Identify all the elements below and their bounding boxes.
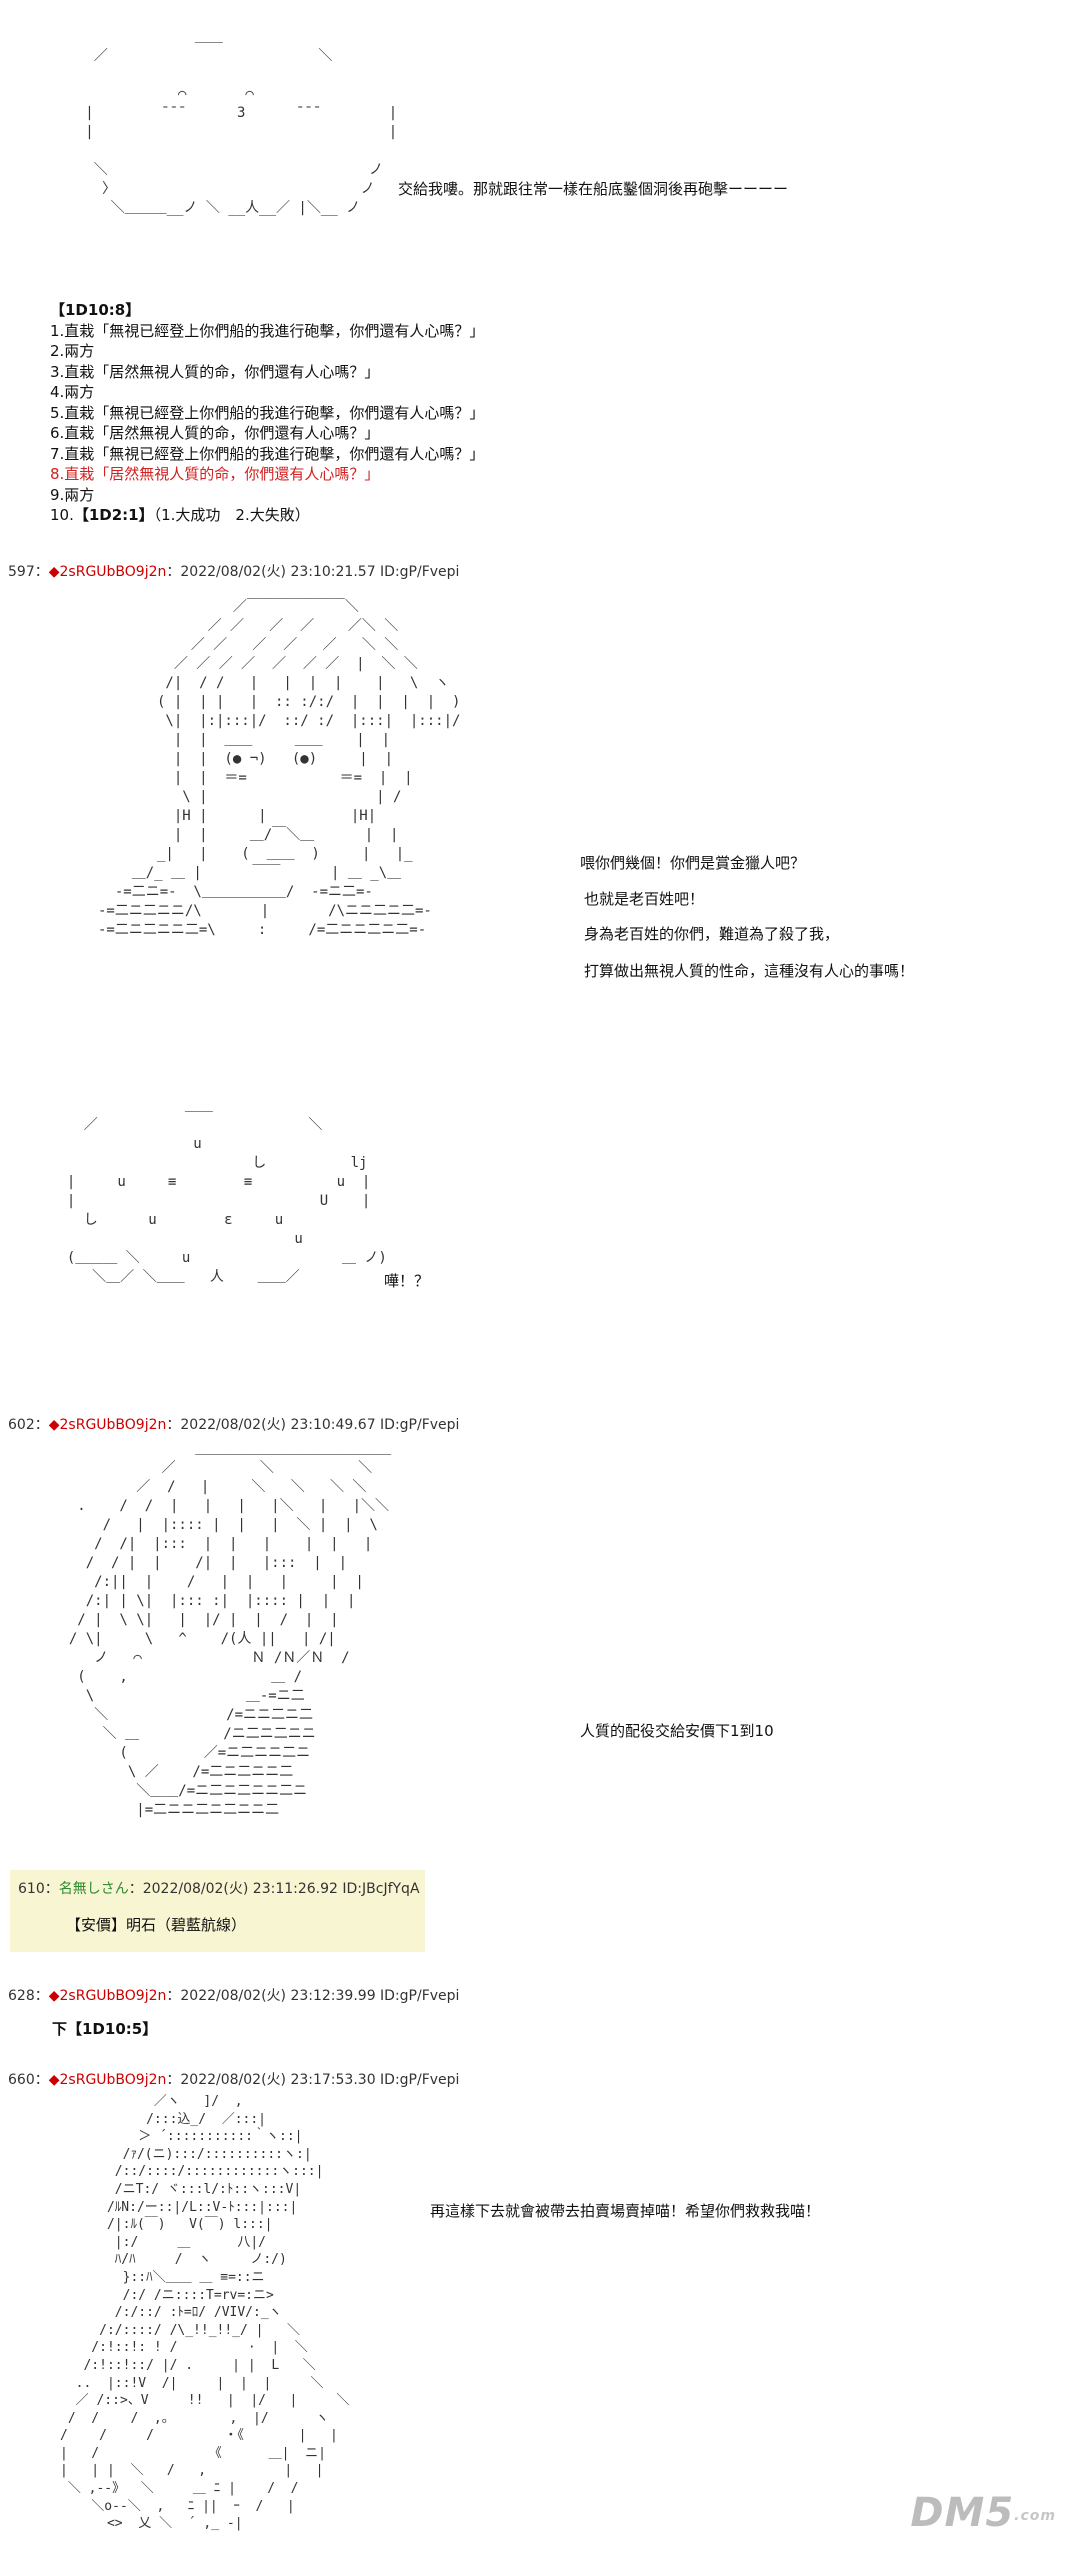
choice-item-1: 1.直栽「無視已經登上你們船的我進行砲擊，你們還有人心嗎？」 — [50, 321, 485, 340]
post-meta: ：2022/08/02(火) 23:12:39.99 ID:gP/Fvepi — [166, 1988, 460, 2004]
post-628-body: 下【1D10:5】 — [52, 2020, 158, 2038]
trip-diamond-icon: ◆ — [48, 564, 60, 580]
post-header-610: 610：名無しさん：2022/08/02(火) 23:11:26.92 ID:J… — [18, 1878, 420, 1898]
choice-item-10-suffix: （1.大成功 2.大失敗） — [153, 506, 310, 524]
post-header-660: 660：◆2sRGUbBO9j2n：2022/08/02(火) 23:17:53… — [8, 2069, 459, 2089]
dialog-660: 再這樣下去就會被帶去拍賣場賣掉喵！希望你們救救我喵！ — [430, 2202, 821, 2220]
choice-item-4: 4.兩方 — [50, 383, 95, 401]
logo-suffix: .com — [1014, 2508, 1056, 2524]
post-header-597: 597：◆2sRGUbBO9j2n：2022/08/02(火) 23:10:21… — [8, 561, 459, 581]
post-tripcode[interactable]: 2sRGUbBO9j2n — [59, 1417, 167, 1433]
choice-item-10-dice: 【1D2:1】 — [73, 506, 154, 524]
post-number: 628： — [8, 1988, 49, 2004]
post-number: 660： — [8, 2072, 49, 2088]
post-number: 597： — [8, 564, 49, 580]
dialog-597-line-2: 也就是老百姓吧！ — [584, 890, 705, 908]
dialog-602: 人質的配役交給安價下1到10 — [580, 1722, 774, 1740]
post-number: 610： — [18, 1881, 59, 1897]
post-meta: ：2022/08/02(火) 23:17:53.30 ID:gP/Fvepi — [166, 2072, 460, 2088]
post-number: 602： — [8, 1417, 49, 1433]
post-meta: ：2022/08/02(火) 23:10:49.67 ID:gP/Fvepi — [166, 1417, 460, 1433]
trip-diamond-icon: ◆ — [48, 1988, 60, 2004]
choice-header: 【1D10:8】 — [50, 301, 141, 319]
dialog-597-line-1: 喂你們幾個！你們是賞金獵人吧？ — [580, 854, 806, 872]
choice-list: 【1D10:8】 1.直栽「無視已經登上你們船的我進行砲擊，你們還有人心嗎？」 … — [50, 300, 484, 526]
ascii-art-girl: ／ヽ ]/ , /:::込_/ ／:::| ＞ ´:::::::::::｀ヽ::… — [60, 2094, 350, 2532]
choice-item-10-prefix: 10. — [50, 506, 74, 524]
post-tripcode[interactable]: 2sRGUbBO9j2n — [59, 1988, 167, 2004]
choice-item-8-highlighted: 8.直栽「居然無視人質的命，你們還有人心嗎？」 — [50, 465, 380, 483]
poster-name[interactable]: 名無しさん — [58, 1881, 129, 1897]
choice-item-2: 2.兩方 — [50, 342, 95, 360]
post-meta: ：2022/08/02(火) 23:10:21.57 ID:gP/Fvepi — [166, 564, 460, 580]
post-tripcode[interactable]: 2sRGUbBO9j2n — [59, 2072, 167, 2088]
dialog-line-1: 交給我嘍。那就跟往常一樣在船底鑿個洞後再砲擊ーーーー — [398, 180, 789, 198]
dialog-597-line-4: 打算做出無視人質的性命，這種沒有人心的事嗎！ — [584, 962, 915, 980]
post-tripcode[interactable]: 2sRGUbBO9j2n — [59, 564, 167, 580]
choice-item-9: 9.兩方 — [50, 485, 95, 504]
dialog-597-line-3: 身為老百姓的你們，難道為了殺了我， — [584, 925, 840, 943]
ascii-art-man-1: ／￣￣￣￣￣￣￣＼ ／ ／ ／ ／ ／＼ ＼ ／ ／ ／ ／ ／ ＼ ＼ ／ ／… — [98, 599, 461, 938]
post-meta: ：2022/08/02(火) 23:11:26.92 ID:JBcJfYqA — [128, 1881, 420, 1897]
choice-item-5: 5.直栽「無視已經登上你們船的我進行砲擊，你們還有人心嗎？」 — [50, 403, 485, 422]
logo-text: DM5 — [910, 2490, 1015, 2536]
site-logo: DM5.com — [910, 2490, 1056, 2536]
choice-item-7: 7.直栽「無視已經登上你們船的我進行砲擊，你們還有人心嗎？」 — [50, 444, 485, 463]
post-610-body: 【安價】明石（碧藍航線） — [66, 1916, 247, 1934]
post-header-602: 602：◆2sRGUbBO9j2n：2022/08/02(火) 23:10:49… — [8, 1414, 459, 1434]
choice-item-6: 6.直栽「居然無視人質的命，你們還有人心嗎？」 — [50, 424, 380, 442]
dialog-line-2: 嘩！？ — [384, 1272, 430, 1290]
post-header-628: 628：◆2sRGUbBO9j2n：2022/08/02(火) 23:12:39… — [8, 1985, 459, 2005]
choice-item-10: 10.【1D2:1】（1.大成功 2.大失敗） — [50, 505, 484, 526]
trip-diamond-icon: ◆ — [48, 1417, 60, 1433]
ascii-art-face-2: ＿＿ ／ ＼ u し lj | u ≡ ≡ u | | U | し u ε u — [66, 1098, 387, 1285]
ascii-art-man-2: ＿＿＿＿＿＿＿＿＿＿＿＿＿＿ ／ ＼ ＼ ／ / | ＼ ＼ ＼ ＼ . / /… — [68, 1441, 392, 1818]
ascii-art-face-1: ＿＿ ／ ＼ ⌒ ⌒ | ¯¯¯ 3 ¯¯¯ | | | ＼ ノ 〉 — [85, 29, 398, 216]
reply-box-610: 610：名無しさん：2022/08/02(火) 23:11:26.92 ID:J… — [10, 1870, 425, 1952]
trip-diamond-icon: ◆ — [48, 2072, 60, 2088]
choice-item-3: 3.直栽「居然無視人質的命，你們還有人心嗎？」 — [50, 362, 380, 381]
